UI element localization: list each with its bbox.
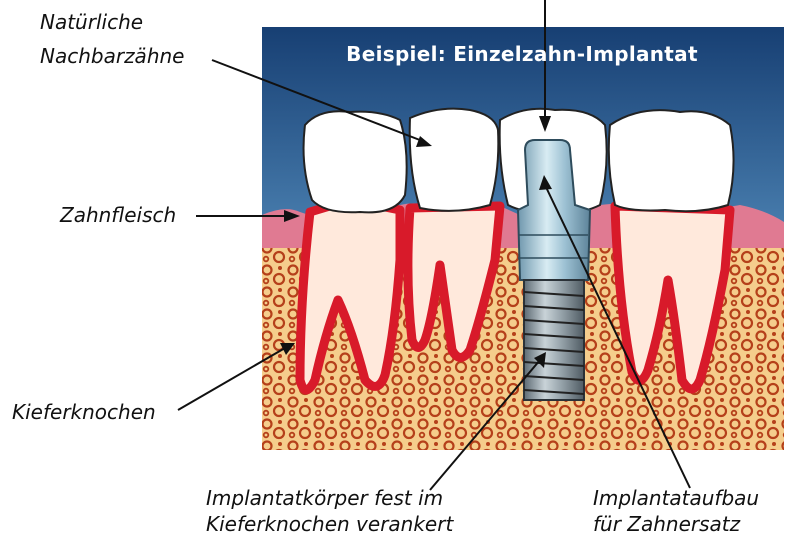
label-natural-teeth-line2: Nachbarzähne <box>40 44 184 68</box>
diagram-title: Beispiel: Einzelzahn-Implantat <box>262 42 782 66</box>
label-gum: Zahnfleisch <box>60 203 176 227</box>
label-implant-body-line1: Implantatkörper fest im <box>206 486 443 510</box>
label-implant-body-line2: Kieferknochen verankert <box>206 512 453 536</box>
right-tooth-crown <box>609 110 734 211</box>
label-abutment-line2: für Zahnersatz <box>593 512 740 536</box>
label-jaw-bone: Kieferknochen <box>12 400 156 424</box>
label-abutment-line1: Implantataufbau <box>593 486 759 510</box>
label-natural-teeth-line1: Natürliche <box>40 10 143 34</box>
implant-body <box>524 280 584 400</box>
left-tooth-crown <box>304 111 407 212</box>
second-tooth-crown <box>410 109 499 211</box>
